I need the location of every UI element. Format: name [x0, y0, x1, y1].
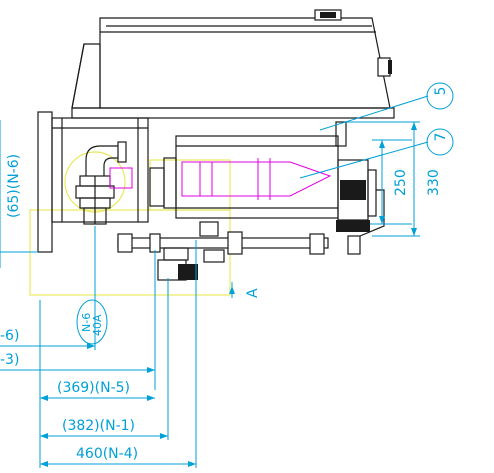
dimension-n3-label: -3): [0, 352, 19, 368]
dimension-n6-label: -6): [0, 328, 19, 344]
dimension-382: (382)(N-1): [40, 418, 168, 439]
dimension-330: 330: [346, 121, 442, 237]
top-cap: [314, 9, 342, 21]
dimension-330-label: 330: [426, 169, 442, 196]
elbow-valve-assembly: [75, 141, 127, 225]
blower-body: [149, 121, 347, 219]
callout-5-number: 5: [433, 87, 449, 96]
callout-7-number: 7: [433, 133, 449, 142]
pipe-size-tag: N-6 40A: [76, 299, 108, 345]
extension-lines: [0, 226, 197, 468]
dimension-369: (369)(N-5): [40, 380, 155, 401]
burner-head: [336, 159, 385, 255]
view-arrow-a: A: [229, 282, 261, 298]
lower-piping: [117, 221, 329, 281]
dimension-460-label: 460(N-4): [76, 446, 138, 462]
dimension-460: 460(N-4): [40, 446, 196, 467]
view-label-a: A: [245, 288, 261, 298]
pipe-size-bottom: 40A: [91, 314, 104, 336]
dimension-left-vertical: (65)(N-6): [0, 120, 22, 268]
dimension-369-label: (369)(N-5): [57, 380, 130, 396]
callout-item-5: 5: [319, 82, 454, 131]
pipe-size-top: N-6: [80, 313, 93, 332]
dimension-250: 250: [370, 139, 412, 225]
callout-item-7: 7: [299, 128, 454, 179]
left-flange: [37, 111, 149, 253]
dimension-250-label: 250: [393, 169, 409, 196]
dimension-n6: -6): [0, 328, 95, 349]
side-knob: [377, 57, 392, 77]
dimension-n3: -3): [0, 352, 155, 373]
upper-housing: [71, 17, 395, 119]
dimension-382-label: (382)(N-1): [62, 418, 135, 434]
nozzle-highlight: [109, 158, 332, 200]
dimension-left-label: (65)(N-6): [6, 154, 22, 218]
